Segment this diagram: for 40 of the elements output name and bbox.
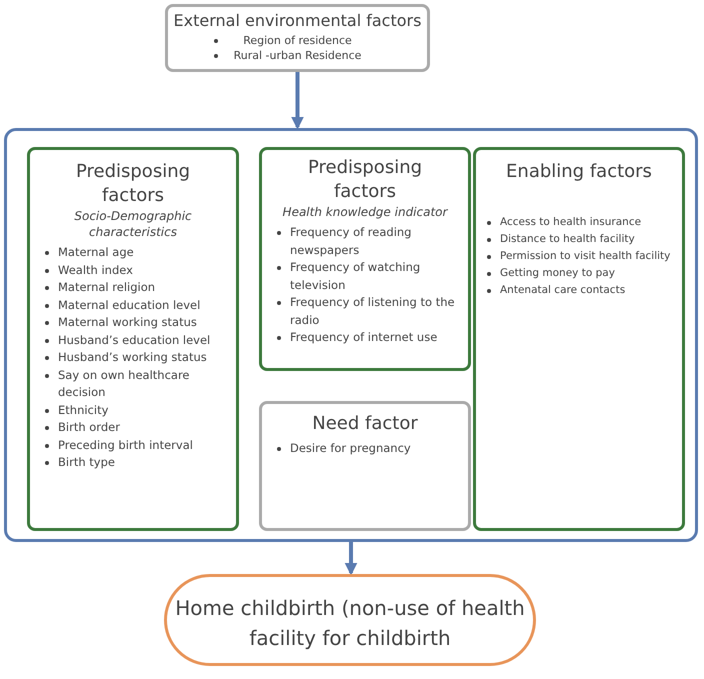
factor-box bbox=[27, 147, 239, 531]
bullet-item: Maternal religion bbox=[44, 279, 236, 296]
box-heading: Enabling factors bbox=[505, 160, 653, 184]
box-heading: Predisposing factors bbox=[74, 160, 192, 208]
bullet-item: Region of residence bbox=[168, 33, 427, 48]
bullet-item: Antenatal care contacts bbox=[486, 282, 682, 299]
bullet-item: Distance to health facility bbox=[486, 231, 682, 248]
bullet-item: Desire for pregnancy bbox=[276, 440, 468, 458]
bullet-item: Permission to visit health facility bbox=[486, 248, 682, 265]
box-subheading: Health knowledge indicator bbox=[282, 204, 449, 220]
bullet-item: Frequency of reading newspapers bbox=[276, 224, 468, 259]
bullet-item: Ethnicity bbox=[44, 402, 236, 419]
box-heading: Home childbirth (non-use of health facility for childbirth bbox=[175, 595, 525, 652]
bullet-item: Say on own healthcare decision bbox=[44, 366, 236, 402]
bullet-item: Preceding birth interval bbox=[44, 436, 236, 454]
bullet-item: Wealth index bbox=[44, 262, 236, 279]
bullet-item: Access to health insurance bbox=[486, 214, 682, 231]
bullet-item: Frequency of internet use bbox=[276, 329, 468, 346]
bullet-item: Getting money to pay bbox=[486, 265, 682, 282]
bullet-item: Husband’s working status bbox=[44, 349, 236, 366]
bullet-item: Birth type bbox=[44, 454, 236, 472]
bullet-item: Maternal education level bbox=[44, 296, 236, 314]
factor-box bbox=[165, 4, 430, 72]
bullet-item: Husband’s education level bbox=[44, 332, 236, 349]
arrow bbox=[291, 72, 304, 130]
box-heading: Need factor bbox=[311, 412, 419, 436]
bullet-item: Frequency of listening to the radio bbox=[276, 294, 468, 329]
box-heading: Predisposing factors bbox=[306, 156, 424, 204]
arrow bbox=[344, 542, 358, 576]
factor-box bbox=[259, 147, 471, 371]
bullet-item: Maternal working status bbox=[44, 314, 236, 332]
box-subheading: Socio-Demographic characteristics bbox=[73, 208, 193, 240]
group-panel bbox=[4, 128, 698, 542]
bullet-item: Birth order bbox=[44, 419, 236, 436]
factor-box bbox=[473, 147, 685, 531]
bullet-item: Frequency of watching television bbox=[276, 259, 468, 294]
factor-box bbox=[259, 401, 471, 531]
box-heading: External environmental factors bbox=[172, 11, 422, 31]
bullet-item: Rural -urban Residence bbox=[168, 48, 427, 63]
bullet-item: Maternal age bbox=[44, 244, 236, 262]
